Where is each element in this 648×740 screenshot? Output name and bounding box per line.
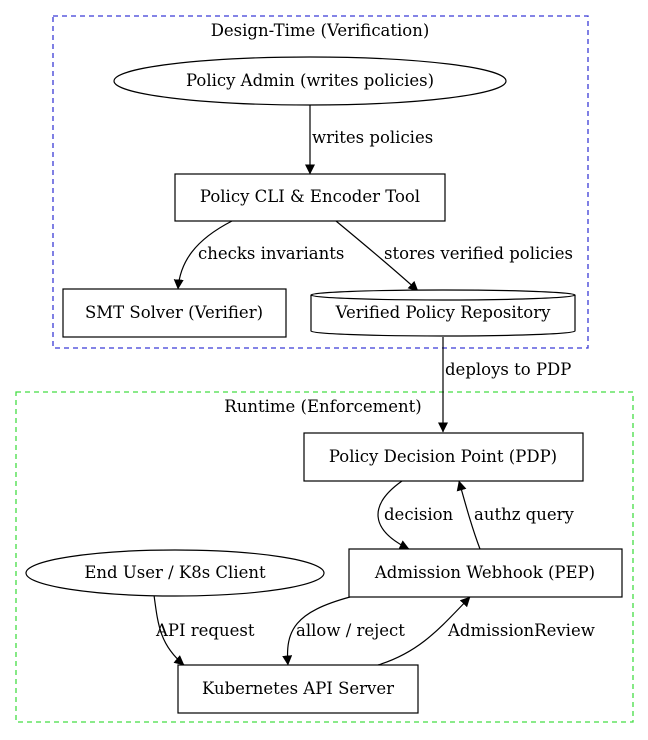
node-policy-cli: Policy CLI & Encoder Tool <box>174 173 446 222</box>
node-kubernetes-api-server: Kubernetes API Server <box>177 664 419 714</box>
edge-checks-invariants <box>173 220 233 290</box>
node-policy-repository-shape <box>310 289 576 337</box>
node-smt-solver: SMT Solver (Verifier) <box>62 288 287 338</box>
node-smt-solver-shape <box>62 288 287 338</box>
node-policy-repository-rim <box>310 294 576 301</box>
edge-label-checks-invariants: checks invariants <box>198 244 344 263</box>
cluster-runtime: Runtime (Enforcement) <box>15 391 634 723</box>
edge-label-authz-query: authz query <box>474 505 575 524</box>
node-end-user-shape <box>25 549 325 597</box>
cluster-runtime-border <box>15 391 634 723</box>
node-policy-cli-shape <box>174 173 446 222</box>
node-admission-webhook: Admission Webhook (PEP) <box>348 548 623 598</box>
node-end-user: End User / K8s Client <box>25 549 325 597</box>
node-admission-webhook-label: Admission Webhook (PEP) <box>374 563 595 582</box>
node-kubernetes-api-server-shape <box>177 664 419 714</box>
edges <box>153 105 481 666</box>
node-policy-admin-shape <box>113 56 507 106</box>
node-policy-repository: Verified Policy Repository <box>310 289 576 337</box>
edge-labels: writes policies checks invariants stores… <box>155 128 595 640</box>
cluster-design-time-label: Design-Time (Verification) <box>211 21 430 40</box>
edge-label-writes-policies: writes policies <box>312 128 433 147</box>
edge-label-allow-reject: allow / reject <box>296 621 405 640</box>
node-policy-admin-label: Policy Admin (writes policies) <box>186 71 434 90</box>
edge-label-deploys-to-pdp: deploys to PDP <box>445 360 571 379</box>
node-pdp-label: Policy Decision Point (PDP) <box>329 447 557 466</box>
node-policy-repository-label: Verified Policy Repository <box>335 303 552 322</box>
edge-label-stores-verified-policies: stores verified policies <box>384 244 573 263</box>
edge-label-admission-review: AdmissionReview <box>447 621 595 640</box>
cluster-runtime-label: Runtime (Enforcement) <box>224 397 421 416</box>
cluster-design-time-border <box>52 15 589 349</box>
cluster-design-time: Design-Time (Verification) <box>52 15 589 349</box>
edge-decision <box>377 480 410 550</box>
edge-label-decision: decision <box>384 505 454 524</box>
node-policy-admin: Policy Admin (writes policies) <box>113 56 507 106</box>
node-admission-webhook-shape <box>348 548 623 598</box>
edge-allow-reject <box>282 596 351 666</box>
node-pdp: Policy Decision Point (PDP) <box>303 432 584 482</box>
edge-admission-review <box>377 596 471 666</box>
node-smt-solver-label: SMT Solver (Verifier) <box>85 303 263 322</box>
edge-stores-verified-policies <box>335 220 419 292</box>
node-policy-cli-label: Policy CLI & Encoder Tool <box>200 187 420 206</box>
node-kubernetes-api-server-label: Kubernetes API Server <box>202 679 394 698</box>
edge-label-api-request: API request <box>155 621 255 640</box>
node-end-user-label: End User / K8s Client <box>84 563 266 582</box>
node-pdp-shape <box>303 432 584 482</box>
edge-authz-query <box>456 480 481 550</box>
edge-api-request <box>153 594 185 666</box>
